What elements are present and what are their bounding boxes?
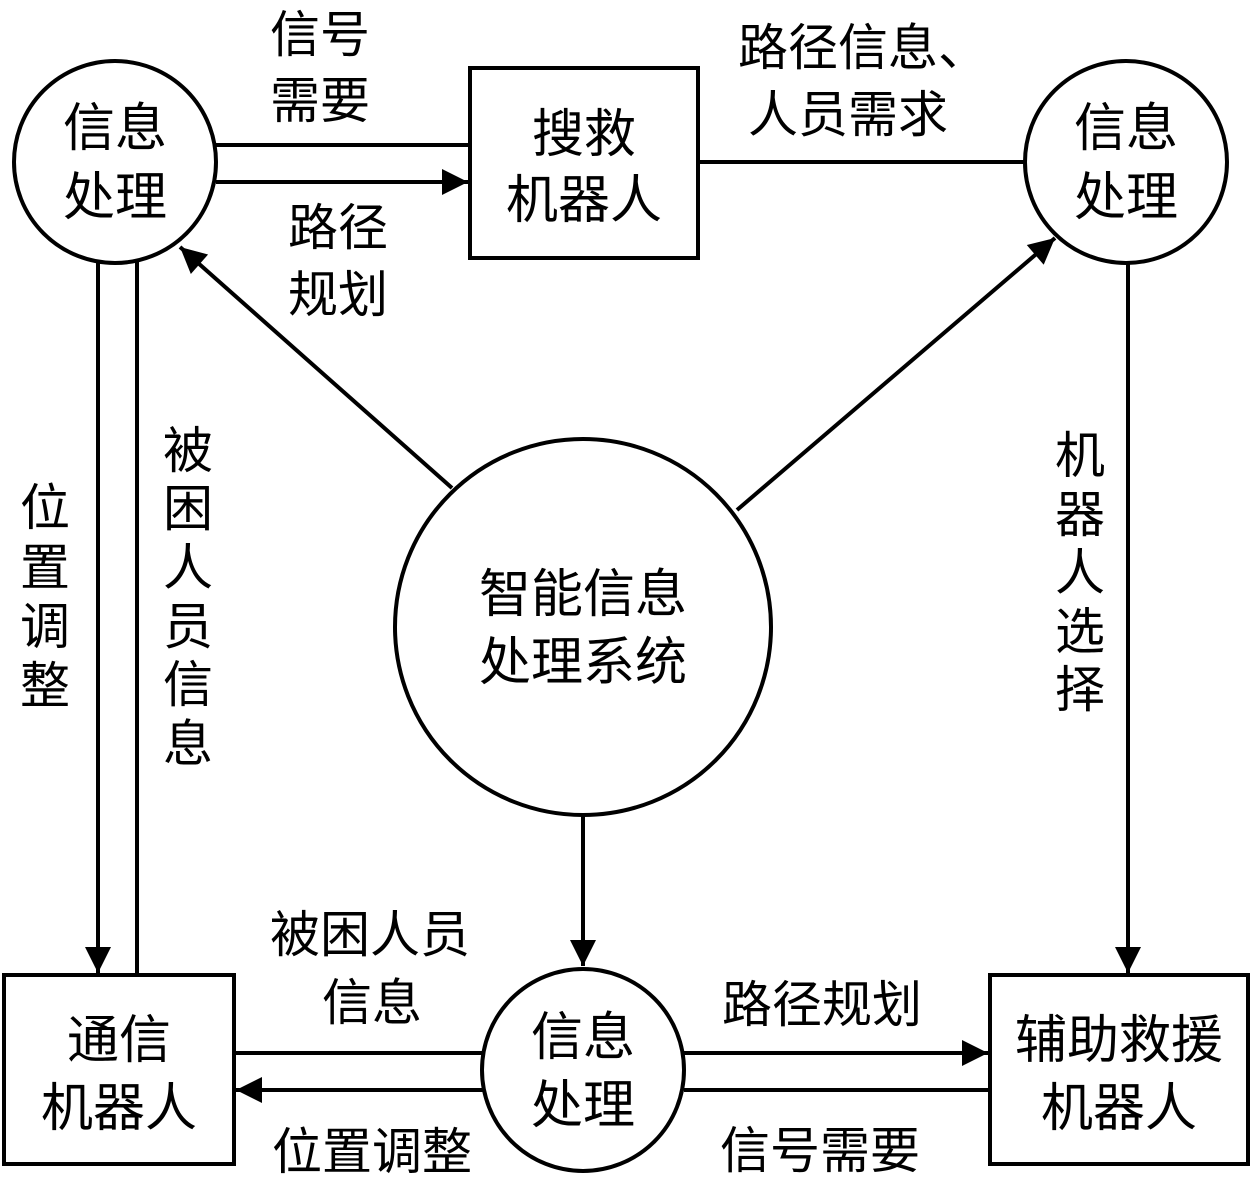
- edge-label-char: 困: [163, 480, 213, 538]
- node-label-line: 处理: [531, 1076, 635, 1136]
- edge-label-line: 路径: [288, 199, 388, 257]
- label-position-adjust-bottom: 位置调整: [272, 1123, 472, 1181]
- edge-label-char: 整: [20, 657, 70, 715]
- edge-label-char: 位: [20, 479, 70, 537]
- node-label-line: 信息: [63, 99, 167, 159]
- node-label-line: 处理系统: [479, 633, 687, 693]
- edge-label-char: 人: [163, 539, 213, 597]
- edge-label-char: 调: [20, 598, 70, 656]
- edge-central-to-top-left: [178, 245, 454, 490]
- node-label-line: 信息: [531, 1008, 635, 1068]
- edge-label-char: 择: [1055, 661, 1105, 719]
- label-path-info-person-need: 路径信息、 人员需求: [738, 19, 988, 144]
- edge-label-char: 人: [1055, 544, 1105, 602]
- label-trapped-info-left: 被 困 人 员 信 息: [163, 422, 213, 773]
- edge-label-line: 被困人员: [270, 906, 470, 964]
- node-label-line: 处理: [63, 168, 167, 228]
- label-path-planning-top: 路径 规划: [288, 199, 388, 324]
- node-intelligent-info-system: 智能信息 处理系统: [393, 437, 773, 817]
- edge-label-line: 规划: [288, 266, 388, 324]
- node-info-processing-bottom: 信息 处理: [480, 967, 686, 1173]
- edge-label-line: 路径规划: [722, 976, 922, 1034]
- edge-label-line: 信号需要: [720, 1122, 920, 1180]
- edge-label-line: 位置调整: [272, 1123, 472, 1181]
- node-info-processing-top-right: 信息 处理: [1023, 59, 1229, 265]
- node-label-line: 搜救: [532, 105, 636, 165]
- edge-label-char: 器: [1055, 486, 1105, 544]
- node-assist-rescue-robot: 辅助救援 机器人: [988, 973, 1250, 1166]
- node-label-line: 通信: [67, 1011, 171, 1071]
- node-label-line: 辅助救援: [1015, 1011, 1223, 1071]
- edge-label-char: 员: [163, 598, 213, 656]
- node-label-line: 信息: [1074, 99, 1178, 159]
- label-signal-need-top: 信号 需要: [270, 6, 370, 130]
- node-label-line: 机器人: [1041, 1079, 1197, 1139]
- edge-label-char: 息: [163, 715, 213, 773]
- edge-label-char: 信: [163, 656, 213, 714]
- node-label-line: 智能信息: [479, 565, 687, 625]
- label-path-planning-bottom: 路径规划: [722, 976, 922, 1034]
- edge-label-line: 需要: [270, 72, 370, 130]
- edge-label-char: 机: [1055, 427, 1105, 485]
- label-signal-need-bottom: 信号需要: [720, 1122, 920, 1180]
- edge-label-char: 置: [20, 539, 70, 597]
- node-communication-robot: 通信 机器人: [2, 973, 236, 1166]
- edge-label-char: 被: [163, 422, 213, 480]
- edge-label-line: 信息: [322, 974, 422, 1032]
- node-search-rescue-robot: 搜救 机器人: [468, 66, 700, 260]
- node-label-line: 处理: [1074, 168, 1178, 228]
- edge-label-char: 选: [1055, 603, 1105, 661]
- edge-label-line: 人员需求: [748, 86, 948, 144]
- edge-central-to-top-right: [735, 236, 1057, 512]
- label-trapped-info-bottom: 被困人员 信息: [270, 906, 470, 1032]
- node-label-line: 机器人: [41, 1079, 197, 1139]
- edge-label-line: 信号: [270, 6, 370, 64]
- node-label-line: 机器人: [506, 171, 662, 231]
- label-position-adjust-left: 位 置 调 整: [20, 479, 70, 715]
- edge-label-line: 路径信息、: [738, 19, 988, 77]
- node-info-processing-top-left: 信息 处理: [12, 59, 218, 265]
- label-robot-selection: 机 器 人 选 择: [1055, 427, 1105, 719]
